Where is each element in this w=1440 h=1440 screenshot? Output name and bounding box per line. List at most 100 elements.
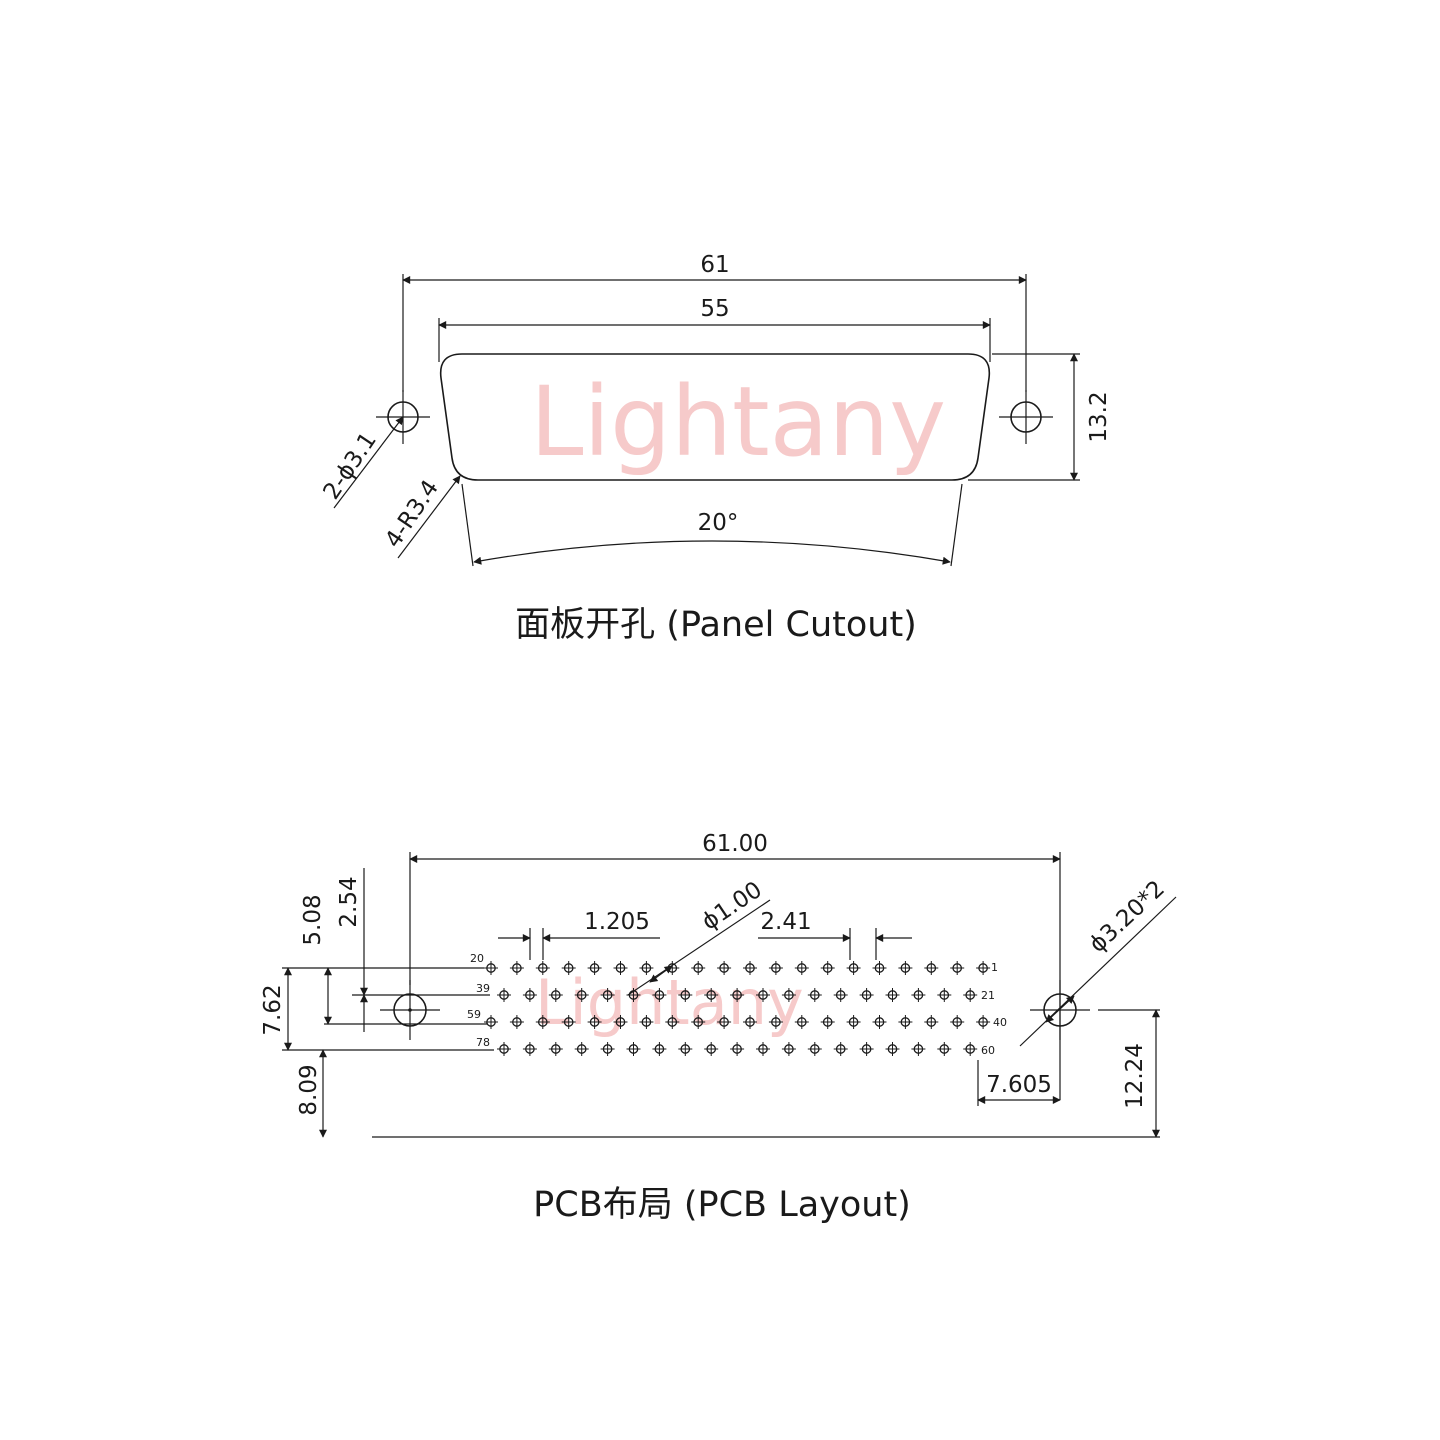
pin-pad bbox=[872, 1015, 887, 1029]
dim-2-54: 2.54 bbox=[336, 868, 368, 1032]
dim-7-62: 7.62 bbox=[260, 967, 292, 1051]
pin-pad bbox=[768, 961, 783, 975]
pcb-layout-view: Lightany 20 39 59 78 1 21 40 60 61.00 bbox=[260, 831, 1177, 1225]
pin-pad bbox=[807, 1042, 822, 1056]
pin-pad bbox=[924, 1015, 939, 1029]
pin-pad bbox=[497, 1042, 511, 1056]
mount-hole-right bbox=[999, 390, 1053, 444]
pin-pad bbox=[859, 1042, 874, 1056]
pin-pad bbox=[613, 1015, 628, 1029]
pin-pad bbox=[484, 961, 498, 975]
pin-pad bbox=[639, 1015, 654, 1029]
cutout-outline bbox=[439, 353, 991, 481]
pin-pad bbox=[587, 1015, 602, 1029]
pin-pad bbox=[756, 1042, 770, 1056]
dim-5-08-label: 5.08 bbox=[300, 894, 326, 945]
pin-pad bbox=[924, 961, 939, 975]
pin-pad bbox=[820, 1015, 835, 1029]
pin-pad bbox=[535, 961, 550, 975]
pin-label-78: 78 bbox=[476, 1036, 490, 1049]
pin-pad bbox=[509, 961, 524, 975]
pin-pad bbox=[898, 1015, 913, 1029]
dim-2-41-label: 2.41 bbox=[760, 909, 811, 935]
dim-61-00-label: 61.00 bbox=[702, 831, 768, 857]
dim-pin-diameter-label: ϕ1.00 bbox=[697, 877, 767, 936]
pcb-title: PCB布局 (PCB Layout) bbox=[533, 1185, 911, 1225]
pin-pad bbox=[574, 988, 589, 1002]
pin-pad bbox=[522, 1042, 537, 1056]
pin-label-40: 40 bbox=[993, 1016, 1007, 1029]
dim-61-00: 61.00 bbox=[409, 831, 1061, 1100]
pin-pad bbox=[600, 988, 615, 1002]
pin-pad bbox=[730, 988, 745, 1002]
pin-pad bbox=[678, 1042, 693, 1056]
dim-8-09: 8.09 bbox=[296, 1049, 327, 1138]
pin-pad bbox=[820, 961, 835, 975]
dim-20-label: 20° bbox=[698, 510, 739, 536]
pin-pad bbox=[509, 1015, 524, 1029]
pin-pad bbox=[976, 961, 991, 975]
dim-hole-label: 2-ϕ3.1 bbox=[319, 428, 382, 504]
pin-pad bbox=[652, 1042, 667, 1056]
watermark-bottom: Lightany bbox=[535, 966, 804, 1039]
pcb-mount-hole-left bbox=[380, 980, 440, 1040]
pin-pad bbox=[807, 988, 822, 1002]
pin-pad bbox=[548, 1042, 563, 1056]
pin-pad bbox=[885, 1042, 900, 1056]
pin-pad bbox=[963, 988, 978, 1002]
watermark-top: Lightany bbox=[530, 366, 946, 478]
pin-pad bbox=[665, 1015, 680, 1029]
panel-title: 面板开孔 (Panel Cutout) bbox=[515, 605, 917, 645]
pin-pad bbox=[950, 961, 965, 975]
pin-pad bbox=[833, 1042, 848, 1056]
pin-pad bbox=[613, 961, 628, 975]
dim-7-605: 7.605 bbox=[977, 1060, 1061, 1106]
dim-1-205-label: 1.205 bbox=[584, 909, 650, 935]
dim-55: 55 bbox=[438, 296, 991, 362]
pin-pad bbox=[535, 1015, 550, 1029]
pin-pad bbox=[730, 1042, 745, 1056]
pin-label-1: 1 bbox=[991, 961, 998, 974]
pin-pad bbox=[794, 1015, 809, 1029]
dim-55-label: 55 bbox=[700, 296, 729, 322]
pin-pad bbox=[717, 1015, 732, 1029]
dim-61: 61 bbox=[402, 252, 1027, 392]
pin-pad bbox=[872, 961, 887, 975]
pin-pad bbox=[937, 988, 952, 1002]
pin-pad bbox=[794, 961, 809, 975]
dim-mount-hole-label: ϕ3.20*2 bbox=[1085, 876, 1170, 958]
pin-pad bbox=[743, 1015, 757, 1029]
pin-pad bbox=[743, 961, 757, 975]
pin-pad bbox=[561, 1015, 576, 1029]
dim-1-205: 1.205 bbox=[498, 909, 660, 960]
pin-grid bbox=[484, 961, 991, 1056]
pin-pad bbox=[937, 1042, 952, 1056]
pin-pad bbox=[756, 988, 770, 1002]
pin-pad bbox=[911, 988, 926, 1002]
dim-5-08: 5.08 bbox=[300, 894, 332, 1025]
pin-pad bbox=[833, 988, 848, 1002]
pin-pad bbox=[652, 988, 667, 1002]
pin-label-59: 59 bbox=[467, 1008, 481, 1021]
panel-cutout-view: Lightany 61 55 13.2 bbox=[319, 252, 1112, 645]
dim-2-54-label: 2.54 bbox=[336, 876, 362, 927]
pin-pad bbox=[704, 1042, 719, 1056]
pin-pad bbox=[950, 1015, 965, 1029]
pin-pad bbox=[484, 1015, 498, 1029]
pin-pad bbox=[704, 988, 719, 1002]
pin-pad bbox=[522, 988, 537, 1002]
dim-hole-diameter: 2-ϕ3.1 bbox=[319, 416, 404, 509]
dim-20-degrees: 20° bbox=[461, 483, 963, 567]
pin-pad bbox=[561, 961, 576, 975]
pin-pad bbox=[497, 988, 511, 1002]
pin-pad bbox=[691, 961, 706, 975]
pin-pad bbox=[846, 961, 861, 975]
pin-label-20: 20 bbox=[470, 952, 484, 965]
row-reference-lines bbox=[282, 967, 1160, 1138]
pin-pad bbox=[768, 1015, 783, 1029]
pin-pad bbox=[781, 988, 796, 1002]
pin-label-39: 39 bbox=[476, 982, 490, 995]
dim-61-label: 61 bbox=[700, 252, 729, 278]
dim-2-41: 2.41 bbox=[758, 909, 912, 960]
